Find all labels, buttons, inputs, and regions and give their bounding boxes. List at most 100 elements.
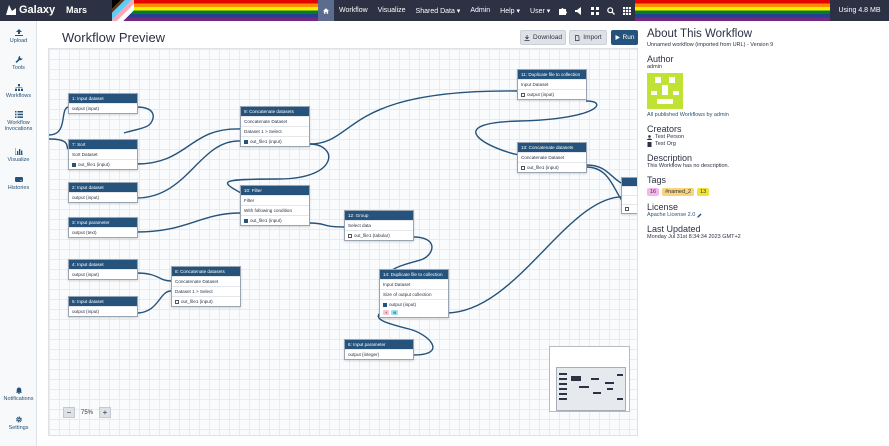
edit-icon[interactable] <box>697 213 702 218</box>
page-title: Workflow Preview <box>62 30 166 45</box>
node-2-input-dataset[interactable]: 2: Input dataset output (input) <box>68 182 138 204</box>
nav-workflow[interactable]: Workflow <box>339 7 368 14</box>
activity-invocations[interactable]: Workflow Invocations <box>0 111 37 132</box>
workflow-canvas[interactable]: 1: Input dataset output (input) 7: Sort … <box>48 48 638 436</box>
nav-shared-data[interactable]: Shared Data ▾ <box>415 7 461 15</box>
author-avatar <box>647 73 683 109</box>
th-icon[interactable] <box>587 0 603 21</box>
node-output: out_file1 (input) <box>250 218 282 224</box>
node-header: 1: Input dataset <box>69 94 137 104</box>
activity-label: Workflow Invocations <box>4 120 33 132</box>
node-10-filter[interactable]: 10: Filter Filter With following conditi… <box>240 185 310 227</box>
checkbox[interactable] <box>521 165 525 170</box>
zoom-out-button[interactable]: − <box>63 407 75 418</box>
checkbox[interactable] <box>72 162 76 167</box>
workflow-info-panel: About This Workflow Unnamed workflow (im… <box>647 28 883 240</box>
minimap-viewport[interactable] <box>556 367 626 411</box>
nav-visualize[interactable]: Visualize <box>377 7 406 14</box>
activity-label: Visualize <box>7 157 30 163</box>
node-output-row: out_file1 (tabular) <box>345 230 413 240</box>
node-9-concatenate[interactable]: 9: Concatenate datasets Concatenate Data… <box>240 106 310 148</box>
node-output: output (input) <box>527 92 555 98</box>
node-input: Concatenate Dataset <box>172 276 240 286</box>
node-output: out_file1 (input) <box>527 165 559 171</box>
nav-admin[interactable]: Admin <box>470 7 491 14</box>
node-output: output (text) <box>69 227 137 237</box>
workflow-minimap[interactable] <box>549 346 630 412</box>
node-input: Concatenate Dataset <box>518 152 586 162</box>
wire <box>135 272 172 282</box>
activity-notifications[interactable]: Notifications <box>0 387 37 402</box>
node-header: 8: Concatenate datasets <box>172 267 240 277</box>
node-3-input-parameter[interactable]: 3: Input parameter output (text) <box>68 217 138 239</box>
th-grid-icon[interactable] <box>619 0 635 21</box>
wire <box>49 106 70 136</box>
activity-histories[interactable]: Histories <box>0 176 37 191</box>
brand-link[interactable]: Galaxy <box>6 4 55 16</box>
node-output: output (input) <box>69 269 137 279</box>
node-output: output (integer) <box>345 349 413 359</box>
checkbox[interactable] <box>383 302 387 307</box>
node-8-concatenate[interactable]: 8: Concatenate datasets Concatenate Data… <box>171 266 241 308</box>
tag-chip[interactable]: 16 <box>647 188 660 196</box>
run-button[interactable]: Run <box>611 30 638 45</box>
node-11-duplicate-to-collection[interactable]: 11: Duplicate file to collection Input D… <box>517 69 587 101</box>
node-4-input-dataset[interactable]: 4: Input dataset output (input) <box>68 259 138 281</box>
checkbox[interactable] <box>175 299 179 304</box>
node-partial-offscreen[interactable] <box>621 177 637 214</box>
checkbox[interactable] <box>625 207 629 211</box>
wire <box>135 128 242 165</box>
node-14-duplicate-to-collection[interactable]: 14: Duplicate file to collection Input D… <box>379 269 449 319</box>
last-updated-value: Monday Jul 31st 8:34:34 2023 GMT+2 <box>647 234 741 240</box>
brand-name: Galaxy <box>19 4 56 16</box>
building-icon <box>647 141 652 147</box>
checkbox[interactable] <box>244 139 248 144</box>
checkbox[interactable] <box>521 92 525 97</box>
node-7-sort[interactable]: 7: Sort Sort Dataset out_file1 (input) <box>68 139 138 171</box>
puzzle-icon[interactable] <box>555 0 571 21</box>
node-output-row: out_file1 (input) <box>241 215 309 225</box>
tag-chip[interactable]: #named_2 <box>662 188 695 196</box>
license-link[interactable]: Apache License 2.0 <box>647 212 883 218</box>
activity-label: Notifications <box>3 396 34 402</box>
bullhorn-icon[interactable] <box>571 0 587 21</box>
activity-visualize[interactable]: Visualize <box>0 148 37 163</box>
description-text: This Workflow has no description. <box>647 163 730 169</box>
checkbox[interactable] <box>348 233 352 238</box>
node-1-input-dataset[interactable]: 1: Input dataset output (input) <box>68 93 138 115</box>
activity-upload[interactable]: Upload <box>0 29 37 44</box>
tag-chip[interactable]: 13 <box>697 188 710 196</box>
search-icon[interactable] <box>603 0 619 21</box>
download-label: Download <box>533 34 562 41</box>
zoom-in-button[interactable]: + <box>99 407 112 418</box>
checkbox[interactable] <box>244 218 248 223</box>
node-6-input-parameter[interactable]: 6: Input parameter output (integer) <box>344 339 414 361</box>
author-heading: Author <box>647 54 674 64</box>
activity-tools[interactable]: Tools <box>0 56 37 71</box>
workflow-subtitle: Unnamed workflow (imported from URL) - V… <box>647 42 774 48</box>
node-output: out_file1 (input) <box>181 299 213 305</box>
activity-label: Workflows <box>5 93 32 99</box>
node-output: output (input) <box>389 302 417 308</box>
wire <box>123 106 154 134</box>
node-header: 9: Concatenate datasets <box>241 107 309 117</box>
activity-workflows[interactable]: Workflows <box>0 84 37 99</box>
node-output-row <box>622 204 637 213</box>
all-published-link[interactable]: All published Workflows by admin <box>647 112 729 118</box>
pride-stripes <box>112 0 318 21</box>
nav-user[interactable]: User ▾ <box>530 7 551 15</box>
cog-icon <box>15 416 22 423</box>
node-5-input-dataset[interactable]: 5: Input dataset output (input) <box>68 296 138 318</box>
node-12-group[interactable]: 12: Group Select data out_file1 (tabular… <box>344 210 414 242</box>
node-13-concatenate[interactable]: 13: Concatenate datasets Concatenate Dat… <box>517 142 587 174</box>
quota-usage[interactable]: Using 4.8 MB <box>830 0 889 21</box>
activity-settings[interactable]: Settings <box>0 416 37 431</box>
download-button[interactable]: Download <box>520 30 566 45</box>
nav-help[interactable]: Help ▾ <box>500 7 521 15</box>
home-icon[interactable] <box>318 0 334 21</box>
tag-list: 16 #named_2 13 <box>647 188 883 196</box>
zoom-level: 75% <box>81 409 94 416</box>
chart-bar-icon <box>14 148 23 155</box>
top-nav: Workflow Visualize Shared Data ▾ Admin H… <box>318 0 636 21</box>
import-button[interactable]: Import <box>569 30 607 45</box>
